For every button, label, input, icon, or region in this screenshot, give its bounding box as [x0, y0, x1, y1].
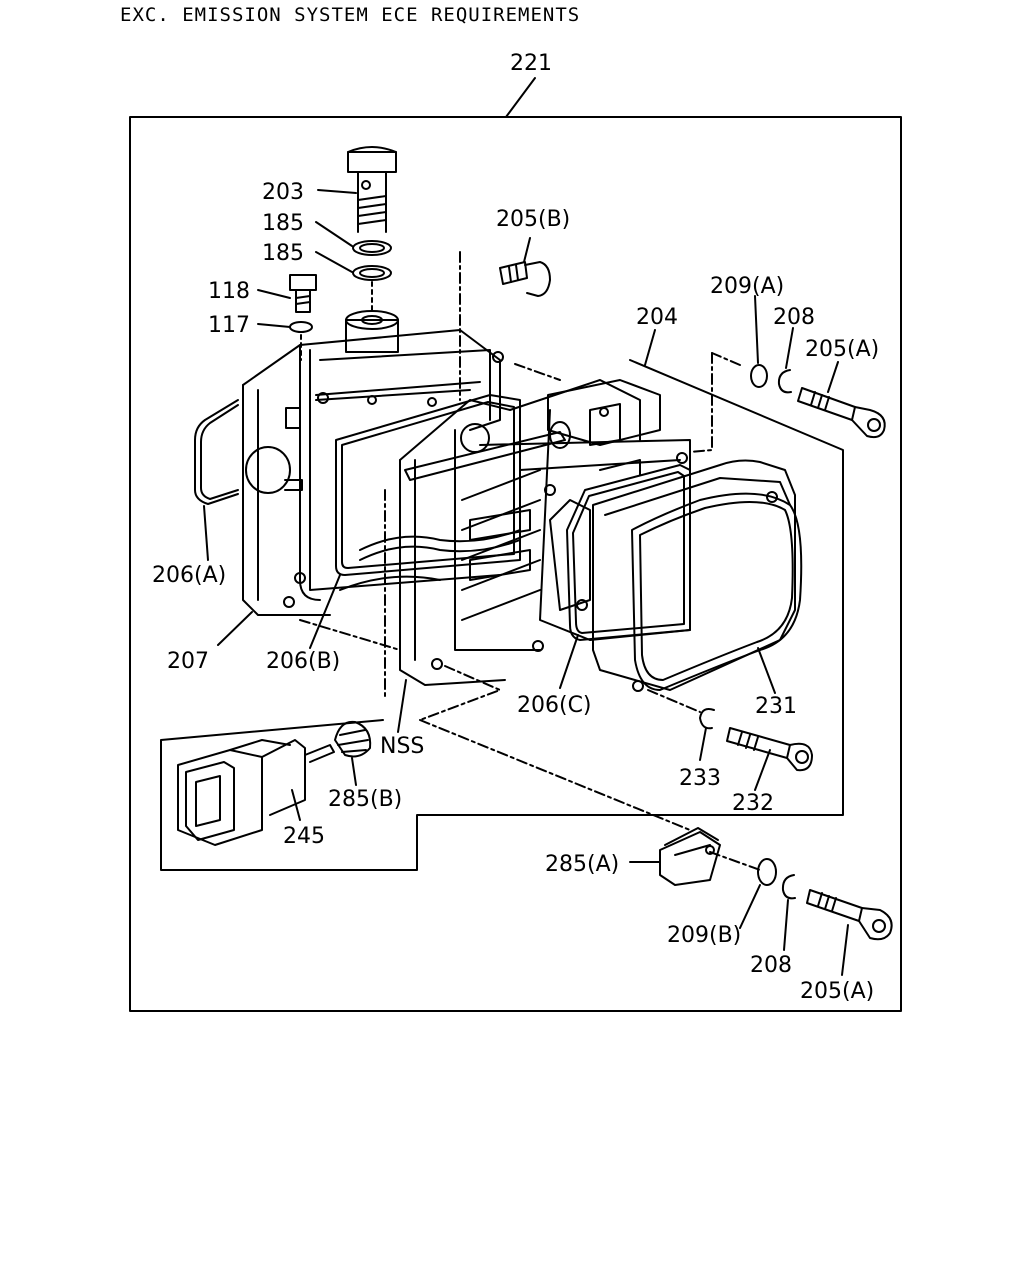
- gasket-206a: [194, 399, 239, 505]
- callout-117: 117: [208, 313, 250, 338]
- bolt-232: [726, 727, 813, 772]
- leader-231: [757, 647, 776, 694]
- clip-208-upper: [777, 369, 792, 394]
- washer-209b: [757, 858, 777, 886]
- diagram-title: EXC. EMISSION SYSTEM ECE REQUIREMENTS: [120, 4, 581, 26]
- callout-206c: 206(C): [517, 693, 592, 718]
- callout-285a: 285(A): [545, 852, 619, 877]
- callout-221: 221: [510, 51, 552, 76]
- leader-207: [217, 611, 253, 646]
- callout-206a: 206(A): [152, 563, 226, 588]
- connector-lock-285b: [334, 720, 372, 758]
- leader-nss: [397, 679, 407, 733]
- housing-207: [242, 329, 521, 616]
- clip-233: [699, 708, 715, 730]
- leader-221: [505, 77, 536, 118]
- callout-208-lower: 208: [750, 953, 792, 978]
- clip-208-lower: [781, 874, 796, 900]
- callout-231: 231: [755, 694, 797, 719]
- callout-206b: 206(B): [266, 649, 340, 674]
- assembly-frame-221: [129, 116, 902, 1012]
- washer-209a: [750, 364, 768, 388]
- callout-245: 245: [283, 824, 325, 849]
- sub-assembly-boundary: [160, 359, 844, 871]
- leader-206b: [309, 574, 341, 649]
- washer-185-upper: [352, 240, 392, 256]
- clip-285a: [659, 827, 721, 886]
- cover-231: [592, 459, 803, 692]
- callout-233: 233: [679, 766, 721, 791]
- callout-208-upper: 208: [773, 305, 815, 330]
- bolt-205a-upper: [797, 387, 886, 439]
- callout-205a-upper: 205(A): [805, 337, 879, 362]
- callout-203: 203: [262, 180, 304, 205]
- leader-206c: [559, 634, 579, 689]
- bolt-205b: [499, 261, 551, 297]
- callout-205b: 205(B): [496, 207, 570, 232]
- washer-185-lower: [352, 265, 392, 281]
- leader-206a: [203, 505, 209, 561]
- callout-185-upper: 185: [262, 211, 304, 236]
- bolt-205a-lower: [806, 889, 893, 941]
- washer-117: [289, 321, 313, 333]
- leader-204: [644, 329, 656, 366]
- callout-207: 207: [167, 649, 209, 674]
- gasket-206c: [566, 464, 691, 641]
- callout-185-lower: 185: [262, 241, 304, 266]
- callout-285b: 285(B): [328, 787, 402, 812]
- callout-209a: 209(A): [710, 274, 784, 299]
- callout-232: 232: [732, 791, 774, 816]
- adapter-plate-204: [399, 379, 691, 686]
- callout-118: 118: [208, 279, 250, 304]
- callout-204: 204: [636, 305, 678, 330]
- callout-205a-lower: 205(A): [800, 979, 874, 1004]
- callout-nss: NSS: [380, 734, 424, 759]
- connector-245: [177, 739, 335, 846]
- bolt-203: [347, 146, 397, 233]
- screw-118: [289, 274, 317, 313]
- callout-209b: 209(B): [667, 923, 741, 948]
